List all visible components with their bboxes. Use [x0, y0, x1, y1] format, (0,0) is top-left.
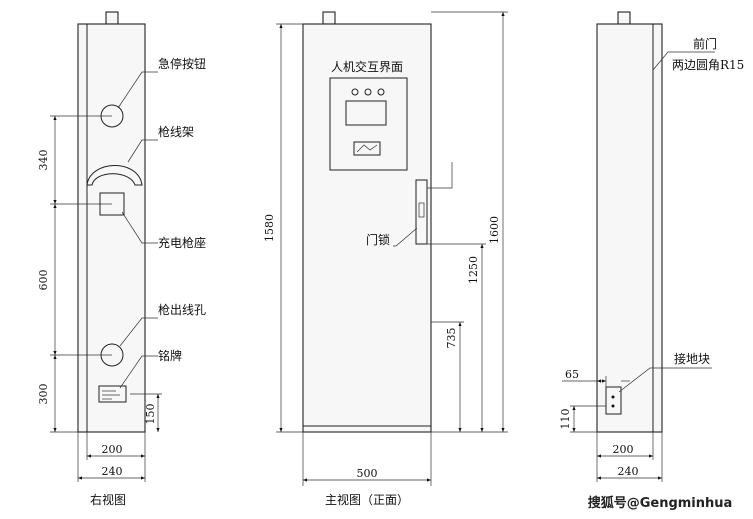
main-view: 人机交互界面 门锁 1580 1600 1250 735 500 [263, 11, 508, 507]
nameplate [98, 385, 127, 403]
caption-main-view: 主视图（正面） [325, 492, 409, 507]
indicator-lamp-icon [377, 88, 385, 96]
label-front-door: 前门 [693, 36, 717, 51]
left-view-body [596, 23, 663, 433]
indicator-lamp-icon [364, 88, 372, 96]
dim-1600: 1600 [488, 216, 501, 244]
left-view: 前门 两边圆角R15 接地块 65 110 200 240 [559, 11, 744, 482]
label-emergency-stop: 急停按钮 [158, 56, 206, 71]
dim-1580: 1580 [263, 214, 276, 242]
ground-block [605, 386, 622, 415]
watermark: 搜狐号@Gengminhua [588, 495, 733, 511]
dim-150: 150 [144, 404, 157, 425]
gun-holder [86, 165, 143, 186]
dim-300: 300 [37, 384, 50, 405]
dim-1250: 1250 [467, 256, 480, 284]
label-cable-outlet: 枪出线孔 [158, 302, 206, 317]
label-ground-block: 接地块 [674, 351, 710, 366]
label-door-lock: 门锁 [366, 232, 390, 247]
door-lock-handle [415, 179, 428, 245]
dim-65: 65 [565, 368, 579, 381]
dim-200-right: 200 [102, 443, 123, 456]
dim-500: 500 [357, 467, 378, 480]
hmi-panel [329, 77, 408, 171]
dim-340: 340 [37, 150, 50, 171]
right-view: 急停按钮 枪线架 充电枪座 枪出线孔 铭牌 340 600 300 150 20… [37, 11, 206, 507]
dim-735: 735 [445, 328, 458, 349]
indicator-lamp-icon [351, 88, 359, 96]
right-view-body [77, 23, 146, 433]
label-hmi: 人机交互界面 [331, 59, 403, 74]
right-view-top-cap [105, 11, 119, 25]
label-nameplate: 铭牌 [158, 348, 182, 363]
dim-240-left: 240 [618, 465, 639, 478]
left-view-top-cap [617, 11, 631, 25]
label-charging-socket: 充电枪座 [158, 235, 206, 250]
hmi-screen [345, 100, 387, 126]
main-view-body [302, 23, 432, 433]
main-view-top-cap [322, 11, 336, 25]
label-corner: 两边圆角R15 [672, 58, 744, 72]
label-gun-holder: 枪线架 [158, 124, 194, 139]
dim-110: 110 [559, 409, 572, 430]
card-reader-icon [353, 141, 381, 156]
dim-240-right: 240 [102, 465, 123, 478]
dim-200-left: 200 [613, 443, 634, 456]
dim-600: 600 [37, 270, 50, 291]
caption-right-view: 右视图 [90, 492, 126, 507]
